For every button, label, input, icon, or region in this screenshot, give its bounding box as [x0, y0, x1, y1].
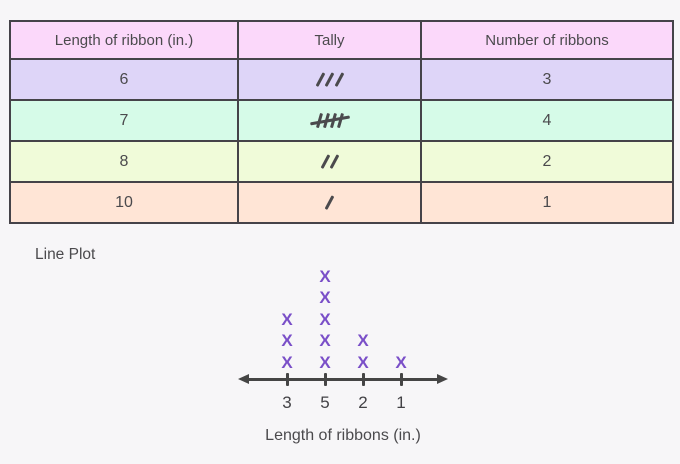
tick-label: 2	[358, 393, 368, 412]
tally-cell	[237, 140, 422, 183]
tally-mark	[334, 72, 344, 87]
x-marker: X	[319, 266, 331, 286]
table-row: 7 4	[9, 99, 674, 142]
col-header-tally: Tally	[237, 20, 422, 60]
axis-arrow-right-icon	[437, 374, 448, 384]
table-header-row: Length of ribbon (in.) Tally Number of r…	[9, 20, 674, 60]
tick-label: 5	[320, 393, 330, 412]
length-value: 8	[9, 140, 239, 183]
x-marker: X	[281, 309, 293, 329]
x-marker: X	[281, 331, 293, 350]
tally-marks	[315, 70, 344, 88]
tally-cell	[237, 99, 422, 142]
x-marker: X	[395, 352, 407, 372]
tally-cell	[237, 181, 422, 224]
tally-mark	[329, 154, 339, 169]
length-value: 6	[9, 58, 239, 101]
axis-line	[245, 378, 441, 381]
axis-tick	[285, 373, 289, 386]
table-row: 6 3	[9, 58, 674, 101]
tick-label: 3	[282, 393, 292, 412]
x-marker: X	[357, 331, 369, 350]
x-marker: X	[319, 352, 331, 372]
tally-mark	[320, 154, 330, 169]
col-header-number: Number of ribbons	[420, 20, 674, 60]
tally-marks	[324, 193, 335, 211]
line-plot-title: Line Plot	[35, 246, 96, 263]
tally-marks	[309, 111, 350, 129]
tally-mark	[324, 195, 335, 210]
number-value: 2	[420, 140, 674, 183]
table-row: 10 1	[9, 181, 674, 224]
tick-label: 1	[396, 393, 406, 412]
x-marker: X	[357, 352, 369, 372]
x-marker: X	[281, 352, 293, 372]
number-line-axis	[238, 372, 448, 387]
tally-cell	[237, 58, 422, 101]
col-header-length: Length of ribbon (in.)	[9, 20, 239, 60]
x-marker: X	[319, 309, 331, 329]
tally-mark	[336, 112, 344, 128]
axis-tick	[361, 373, 365, 386]
tally-strike	[309, 115, 350, 126]
number-value: 3	[420, 58, 674, 101]
table-row: 8 2	[9, 140, 674, 183]
x-axis-label: Length of ribbons (in.)	[265, 427, 421, 444]
number-value: 4	[420, 99, 674, 142]
axis-tick	[399, 373, 403, 386]
axis-arrow-left-icon	[238, 374, 249, 384]
tally-marks	[320, 152, 339, 170]
axis-tick	[323, 373, 327, 386]
tally-mark	[324, 72, 335, 87]
x-marker: X	[319, 331, 331, 350]
length-value: 7	[9, 99, 239, 142]
tally-mark	[315, 72, 325, 87]
length-value: 10	[9, 181, 239, 224]
number-value: 1	[420, 181, 674, 224]
x-marker: X	[319, 288, 331, 307]
tally-table: Length of ribbon (in.) Tally Number of r…	[9, 20, 674, 224]
x-stack: X	[389, 352, 413, 374]
